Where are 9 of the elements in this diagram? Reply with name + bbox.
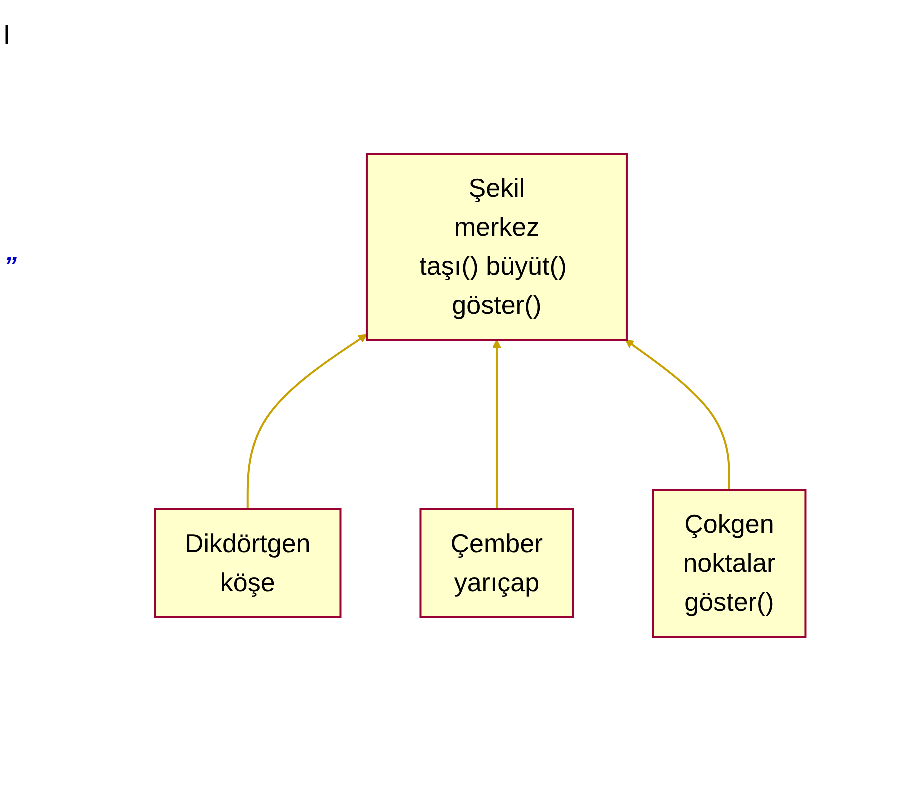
node-box: Çember yarıçap xyxy=(419,508,574,618)
text-fragment: l xyxy=(4,20,11,51)
node-box: Çokgen noktalar göster() xyxy=(652,488,806,638)
arrow xyxy=(624,339,730,490)
node-box: Şekil merkez taşı() büyüt() göster() xyxy=(366,152,628,340)
arrow xyxy=(492,339,502,509)
quote-mark: ” xyxy=(4,251,17,282)
arrow xyxy=(246,334,368,509)
node-box: Dikdörtgen köşe xyxy=(154,508,342,618)
